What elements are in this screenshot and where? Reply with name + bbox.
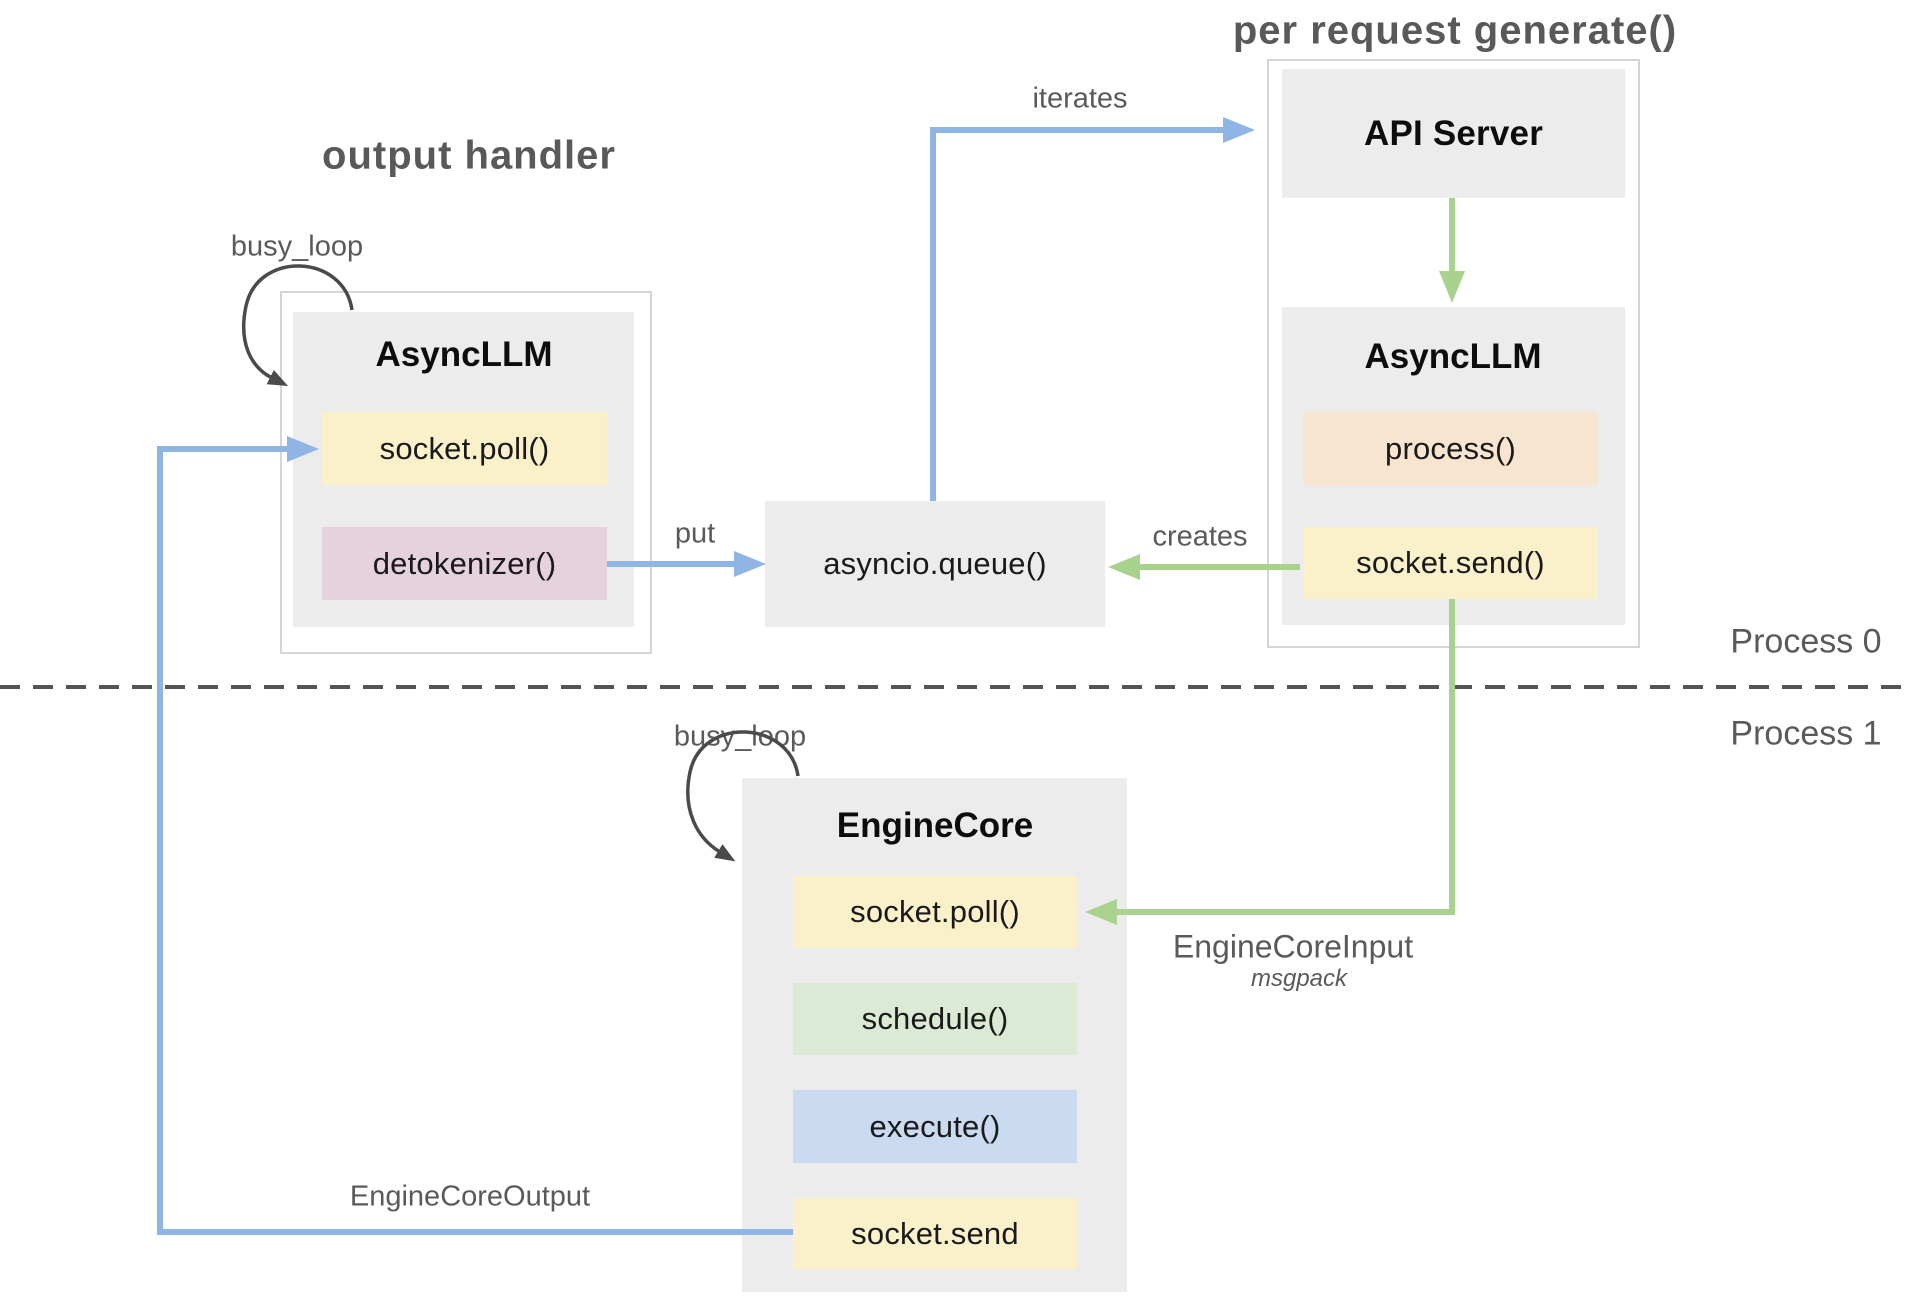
process-box: process(): [1303, 412, 1598, 485]
label-put: put: [674, 517, 716, 550]
asyncio-queue-box: asyncio.queue(): [765, 501, 1105, 627]
label-busy-loop-left: busy_loop: [230, 230, 364, 263]
async-llm-right-title: AsyncLLM: [1364, 337, 1542, 376]
label-process-0: Process 0: [1730, 622, 1882, 661]
arrow-iterates-blue: [930, 117, 1255, 501]
label-engine-core-output: EngineCoreOutput: [349, 1180, 591, 1213]
socket-poll-engine-box: socket.poll(): [793, 876, 1077, 948]
socket-poll-left-box: socket.poll(): [322, 412, 607, 485]
label-process-1: Process 1: [1730, 714, 1882, 753]
label-iterates: iterates: [1032, 82, 1128, 115]
label-engine-core-input: EngineCoreInput: [1172, 928, 1414, 965]
label-msgpack: msgpack: [1250, 965, 1348, 992]
label-per-request-generate: per request generate(): [1232, 8, 1678, 53]
label-creates: creates: [1152, 520, 1248, 553]
detokenizer-box: detokenizer(): [322, 527, 607, 600]
label-output-handler: output handler: [322, 133, 616, 178]
execute-box: execute(): [793, 1090, 1077, 1163]
socket-send-right-box: socket.send(): [1303, 527, 1598, 599]
socket-send-engine-box: socket.send: [793, 1198, 1077, 1269]
engine-core-title: EngineCore: [836, 806, 1034, 845]
api-server-box: API Server: [1282, 69, 1625, 198]
async-llm-left-title: AsyncLLM: [375, 335, 553, 374]
schedule-box: schedule(): [793, 983, 1077, 1055]
label-busy-loop-engine: busy_loop: [673, 720, 807, 753]
